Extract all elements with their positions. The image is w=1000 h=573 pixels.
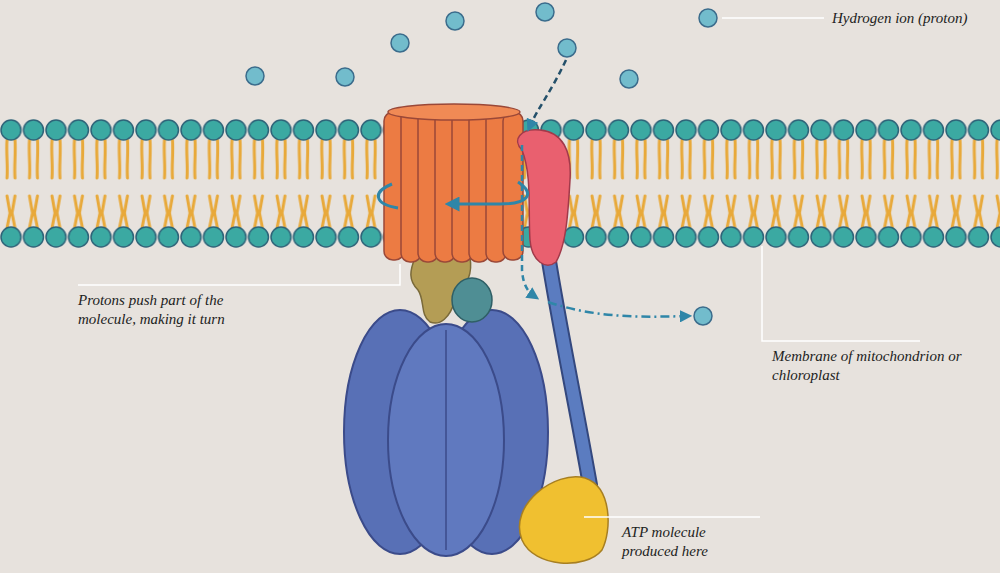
proton [536, 3, 554, 21]
proton [694, 307, 712, 325]
proton [699, 9, 717, 27]
leader-line [78, 264, 400, 285]
stator-arm [548, 255, 590, 485]
leader-line [584, 516, 760, 518]
c-ring-top [388, 104, 520, 120]
protons [246, 3, 717, 325]
callout-label: Hydrogen ion (proton) [832, 9, 968, 28]
leader-line [722, 17, 824, 19]
atp-site [519, 477, 608, 563]
proton [391, 34, 409, 52]
proton [446, 12, 464, 30]
f1-head [344, 310, 548, 556]
proton [558, 39, 576, 57]
leader-lines [78, 18, 920, 517]
central-stalk [411, 258, 492, 323]
proton [336, 68, 354, 86]
c-ring [384, 104, 523, 262]
callout-label: ATP molecule produced here [622, 523, 734, 561]
leader-line [762, 246, 920, 341]
proton [620, 70, 638, 88]
proton [246, 67, 264, 85]
callout-label: Membrane of mitochondrion or chloroplast [772, 347, 972, 385]
rotation-arrow [378, 182, 527, 208]
epsilon-subunit [452, 278, 492, 322]
f1-lobe [388, 324, 504, 556]
proton-path [522, 60, 686, 317]
callout-label: Protons push part of the molecule, makin… [78, 291, 278, 329]
